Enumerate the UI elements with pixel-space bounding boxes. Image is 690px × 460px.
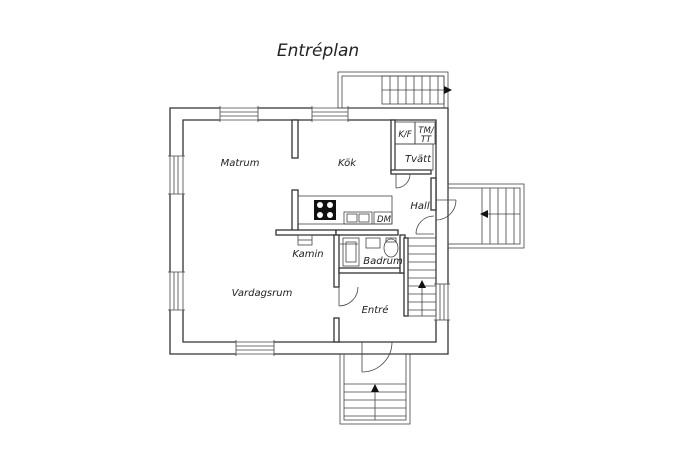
room-label-dm: DM bbox=[377, 215, 392, 225]
room-label-badrum: Badrum bbox=[363, 256, 403, 267]
closets: K/F TM/ TT Tvätt bbox=[394, 121, 436, 171]
room-label-entre: Entré bbox=[362, 304, 389, 316]
room-label-hall: Hall bbox=[410, 201, 429, 212]
bathroom-fixtures bbox=[340, 237, 399, 267]
windows bbox=[168, 106, 450, 356]
room-label-kf: K/F bbox=[398, 130, 411, 140]
room-label-tm: TM/ bbox=[418, 126, 435, 136]
room-label-tt: TT bbox=[421, 135, 432, 145]
stairs-top bbox=[337, 71, 452, 109]
plan-title: Entréplan bbox=[277, 41, 359, 61]
fireplace: Kamin bbox=[292, 234, 324, 260]
doors bbox=[338, 173, 457, 373]
stairs-bottom bbox=[339, 353, 411, 425]
interior-staircase bbox=[407, 237, 437, 317]
room-label-tvatt: Tvätt bbox=[405, 154, 432, 165]
room-label-vardagsrum: Vardagsrum bbox=[232, 288, 293, 299]
stairs-right bbox=[447, 183, 525, 249]
room-label-kok: Kök bbox=[338, 158, 357, 169]
room-label-matrum: Matrum bbox=[221, 158, 260, 169]
kitchen-counter: DM bbox=[297, 195, 393, 225]
room-label-kamin: Kamin bbox=[292, 249, 323, 260]
